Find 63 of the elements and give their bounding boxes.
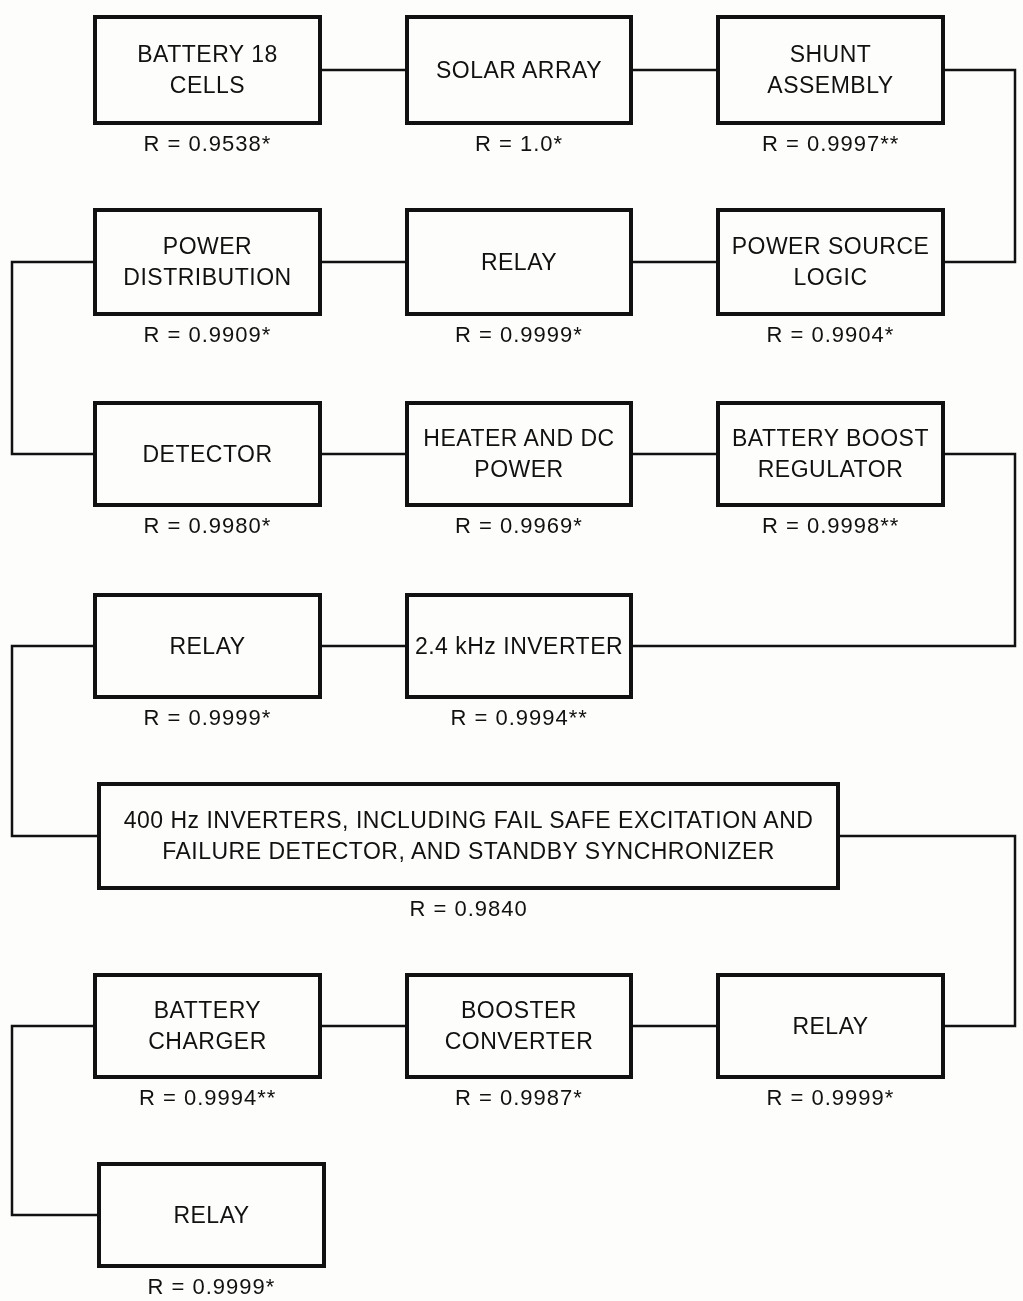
block-box	[405, 208, 633, 316]
block-label: SOLAR ARRAY	[434, 55, 604, 85]
reliability-value: R = 0.9998**	[762, 513, 900, 539]
reliability-value: R = 0.9999*	[455, 322, 583, 348]
reliability-value: R = 0.9840	[409, 896, 528, 922]
connector-line	[633, 68, 716, 72]
block-label: 400 Hz INVERTERS, INCLUDING FAIL SAFE EXCITATION AND FAILURE DETECTOR, AND STANDBY SYNCHRONIZER	[122, 806, 815, 866]
connector-line	[633, 1024, 716, 1028]
reliability-value: R = 0.9987*	[455, 1085, 583, 1111]
block-box	[93, 593, 322, 699]
connector-line	[945, 68, 1017, 264]
reliability-value: R = 0.9909*	[143, 322, 272, 348]
block-box	[716, 15, 945, 125]
connector-line	[10, 1024, 97, 1217]
block-box	[97, 1162, 326, 1268]
connector-line	[633, 452, 716, 456]
reliability-value: R = 0.9999*	[766, 1085, 895, 1111]
reliability-value: R = 0.9904*	[766, 322, 895, 348]
reliability-value: R = 0.9980*	[143, 513, 272, 539]
connector-line	[322, 68, 405, 72]
block-label: POWER DISTRIBUTION	[122, 232, 293, 292]
block-box	[716, 401, 945, 507]
connector-line	[322, 452, 405, 456]
block-label: POWER SOURCE LOGIC	[730, 232, 931, 292]
block-box	[93, 401, 322, 507]
block-label: BATTERY BOOST REGULATOR	[731, 424, 930, 484]
block-label: BATTERY 18 CELLS	[136, 40, 279, 100]
connector-line	[322, 644, 405, 648]
connector-line	[10, 644, 97, 838]
block-label: RELAY	[168, 631, 247, 661]
block-box	[93, 208, 322, 316]
block-box	[716, 973, 945, 1079]
block-label: DETECTOR	[141, 439, 274, 469]
block-label: BATTERY CHARGER	[147, 996, 268, 1056]
block-box	[93, 973, 322, 1079]
reliability-value: R = 0.9969*	[455, 513, 583, 539]
block-box	[93, 15, 322, 125]
reliability-value: R = 0.9999*	[147, 1274, 276, 1300]
connector-line	[10, 260, 93, 456]
connector-line	[633, 452, 1017, 648]
block-box	[405, 401, 633, 507]
reliability-value: R = 0.9994**	[139, 1085, 277, 1111]
connector-line	[322, 260, 405, 264]
block-label: 2.4 kHz INVERTER	[413, 631, 625, 661]
connector-line	[322, 1024, 405, 1028]
block-box	[405, 593, 633, 699]
block-label: RELAY	[791, 1011, 870, 1041]
block-label: RELAY	[172, 1200, 251, 1230]
block-label: RELAY	[479, 247, 559, 277]
block-box	[716, 208, 945, 316]
connector-line	[633, 260, 716, 264]
reliability-value: R = 0.9997**	[762, 131, 900, 157]
block-box	[405, 15, 633, 125]
reliability-value: R = 0.9999*	[143, 705, 272, 731]
reliability-value: R = 1.0*	[475, 131, 564, 157]
block-label: SHUNT ASSEMBLY	[766, 40, 895, 100]
block-label: BOOSTER CONVERTER	[443, 996, 595, 1056]
block-box	[97, 782, 840, 890]
block-label: HEATER AND DC POWER	[422, 424, 616, 484]
reliability-value: R = 0.9538*	[143, 131, 272, 157]
reliability-value: R = 0.9994**	[450, 705, 588, 731]
block-box	[405, 973, 633, 1079]
connector-line	[840, 834, 1017, 1028]
